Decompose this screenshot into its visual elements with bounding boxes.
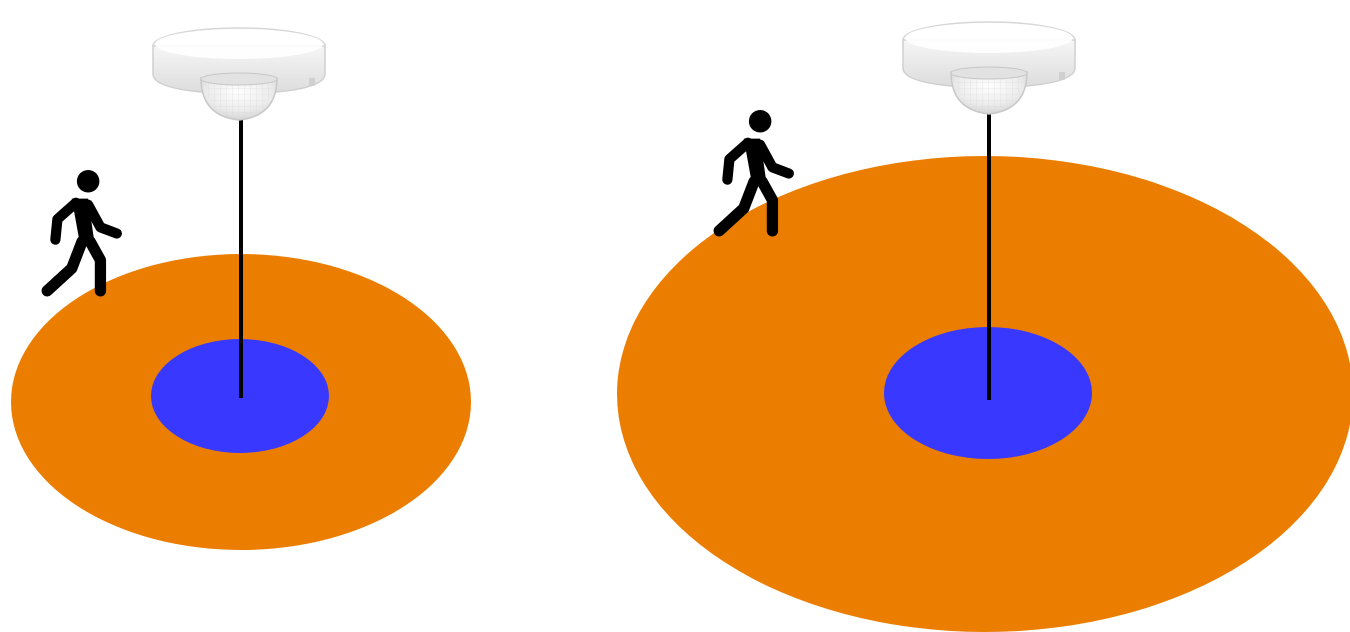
walking-person-icon xyxy=(47,170,117,291)
coverage-panel-left xyxy=(11,28,471,550)
coverage-panel-right xyxy=(617,22,1350,632)
ceiling-motion-sensor-icon xyxy=(153,28,325,120)
ceiling-motion-sensor-icon xyxy=(903,22,1075,114)
